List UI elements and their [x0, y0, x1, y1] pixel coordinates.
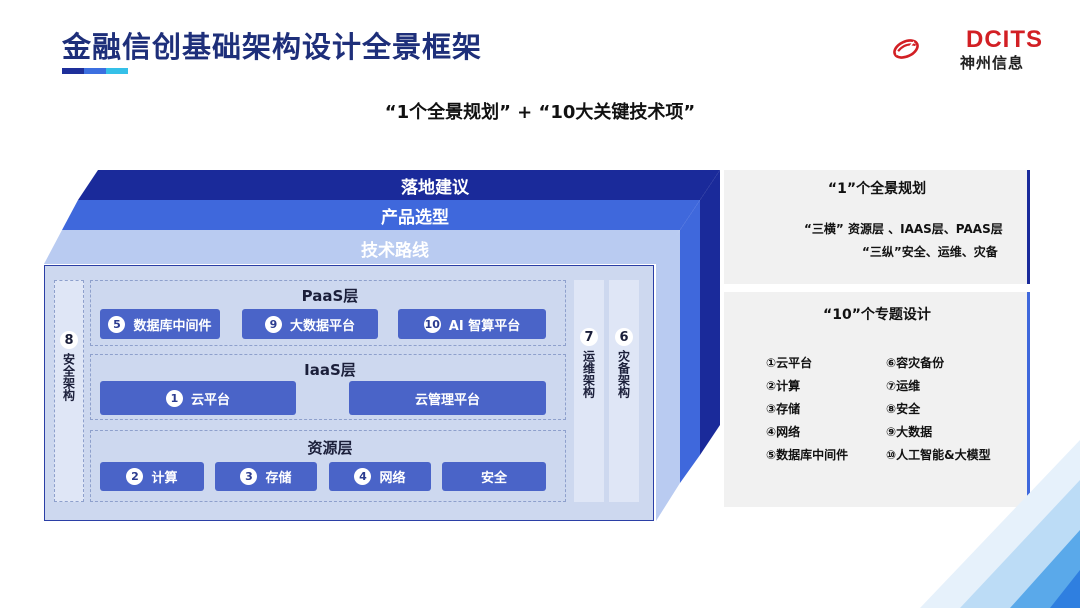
layer-landing-advice: 落地建议: [401, 177, 469, 198]
resource-label: 资源层: [307, 439, 353, 457]
topic-item: ⑤数据库中间件: [766, 448, 849, 462]
panel-plan-heading: “1”个全景规划: [827, 181, 927, 197]
iaas-layer: [90, 354, 566, 420]
corner-decoration: [920, 440, 1080, 608]
panel-plan-line1: “三横” 资源层 、IAAS层、PAAS层: [804, 222, 1003, 236]
topic-item: ⑦运维: [886, 379, 921, 393]
paas-layer: [90, 280, 566, 346]
disaster-recovery-column: 6 灾备架构: [609, 280, 639, 502]
pill-security: 安全: [442, 462, 546, 491]
title-underline: [62, 68, 128, 74]
security-number: 8: [60, 331, 78, 349]
panel-topic-designs: “10”个专题设计 ①云平台 ②计算 ③存储 ④网络 ⑤数据库中间件 ⑥容灾备份…: [724, 292, 1030, 507]
security-label: 安全架构: [61, 353, 76, 401]
topic-item: ③存储: [766, 402, 801, 416]
resource-layer: [90, 430, 566, 502]
dcits-swirl-icon: [893, 39, 919, 59]
topic-item: ⑥容灾备份: [886, 356, 945, 370]
page-title: 金融信创基础架构设计全景框架: [62, 30, 483, 64]
panel-topics-heading: “10”个专题设计: [823, 307, 931, 323]
layer-tech-route: 技术路线: [361, 240, 429, 261]
iaas-label: IaaS层: [304, 361, 356, 379]
topic-item: ①云平台: [766, 356, 813, 370]
security-architecture-column: 8 安全架构: [54, 280, 84, 502]
topic-item: ④网络: [766, 425, 801, 439]
paas-label: PaaS层: [301, 287, 359, 305]
topic-item: ②计算: [766, 379, 801, 393]
ops-architecture-column: 7 运维架构: [574, 280, 604, 502]
logo-text: DCITS: [966, 26, 1043, 53]
topic-item: ⑨大数据: [886, 425, 933, 439]
panel-plan-line2: “三纵”安全、运维、灾备: [862, 245, 998, 259]
logo-subtext: 神州信息: [960, 54, 1025, 72]
layer-product-selection: 产品选型: [381, 207, 449, 228]
topic-item: ⑧安全: [886, 402, 921, 416]
subtitle: “1个全景规划” + “10大关键技术项”: [384, 102, 696, 123]
pill-cloud-management-platform: 云管理平台: [349, 381, 546, 415]
topic-item: ⑩人工智能&大模型: [886, 448, 991, 462]
panel-overall-plan: “1”个全景规划 “三横” 资源层 、IAAS层、PAAS层 “三纵”安全、运维…: [724, 170, 1030, 284]
